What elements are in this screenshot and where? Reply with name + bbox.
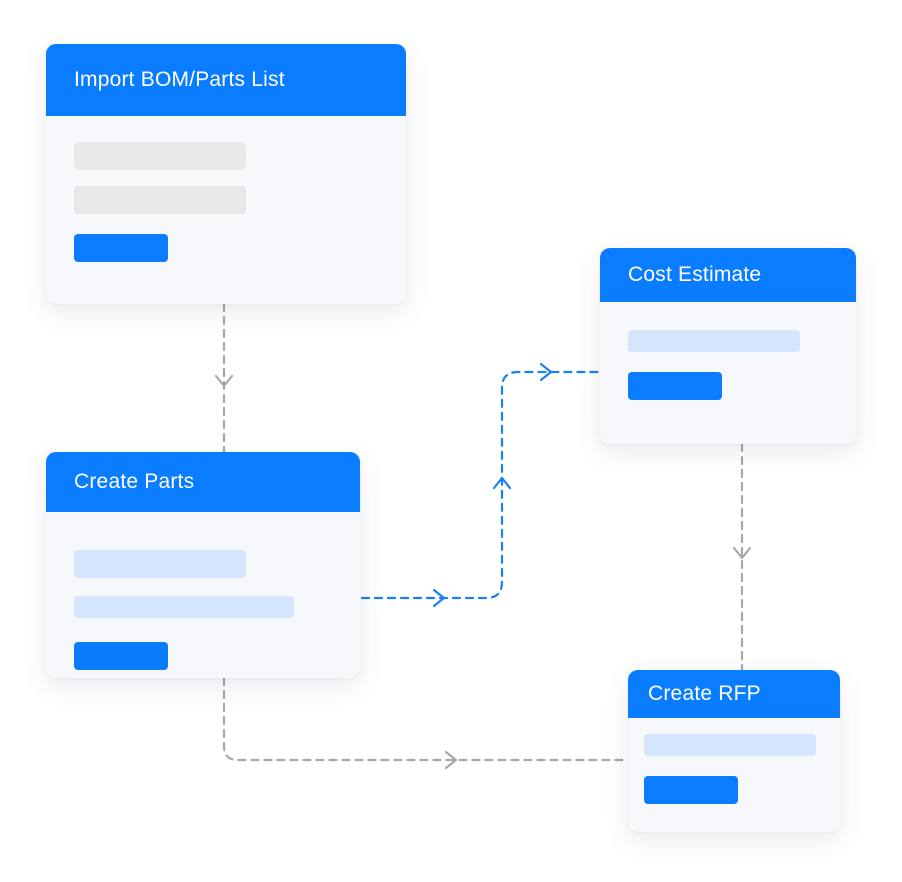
arrowhead-right-icon: [432, 588, 446, 608]
card-title: Create Parts: [74, 470, 195, 493]
card-title: Cost Estimate: [628, 263, 762, 286]
placeholder-line: [74, 142, 246, 170]
placeholder-line: [644, 734, 816, 756]
card-create-parts: Create Parts: [46, 452, 360, 678]
arrowhead-down-icon: [214, 374, 234, 388]
card-title: Create RFP: [648, 682, 761, 705]
card-title: Import BOM/Parts List: [74, 68, 285, 91]
placeholder-line: [74, 550, 246, 578]
card-import-bom: Import BOM/Parts List: [46, 44, 406, 304]
arrowhead-up-icon: [492, 476, 512, 490]
arrowhead-down-icon: [732, 546, 752, 560]
card-cost-estimate: Cost Estimate: [600, 248, 856, 444]
connector-create-parts-to-cost-estimate: [360, 370, 600, 600]
card-header: Create RFP: [628, 670, 840, 718]
action-button[interactable]: [74, 642, 168, 670]
placeholder-line: [74, 596, 294, 618]
card-header: Import BOM/Parts List: [46, 44, 406, 116]
arrowhead-right-icon: [444, 750, 458, 770]
action-button[interactable]: [628, 372, 722, 400]
action-button[interactable]: [644, 776, 738, 804]
card-header: Create Parts: [46, 452, 360, 512]
card-create-rfp: Create RFP: [628, 670, 840, 832]
arrowhead-right-icon: [539, 362, 553, 382]
connector-create-parts-to-create-rfp: [222, 676, 630, 762]
card-header: Cost Estimate: [600, 248, 856, 302]
placeholder-line: [628, 330, 800, 352]
placeholder-line: [74, 186, 246, 214]
action-button[interactable]: [74, 234, 168, 262]
